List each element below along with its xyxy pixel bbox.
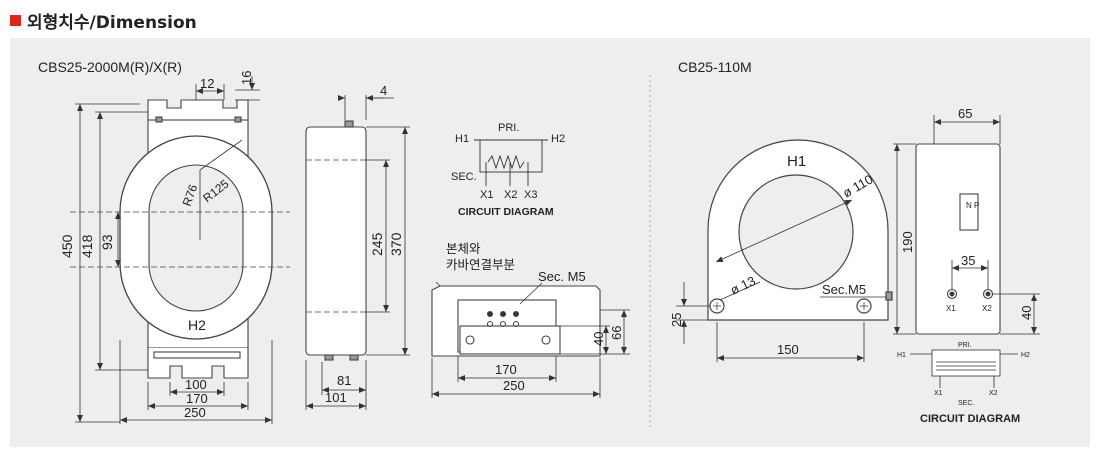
left-face-label: H2 [188, 317, 206, 333]
red-square-icon [10, 15, 21, 26]
left-circuit-caption: CIRCUIT DIAGRAM [458, 206, 554, 218]
left-dim-100: 100 [185, 377, 207, 392]
left-bottom-dim-170: 170 [495, 362, 517, 377]
left-circuit-x1: X1 [480, 189, 493, 201]
left-side-dim-101: 101 [325, 390, 347, 405]
section-header: 외형치수/Dimension [10, 8, 197, 33]
right-side-dim-190: 190 [900, 231, 915, 253]
left-sec-label: Sec. M5 [538, 269, 586, 284]
right-np-label: N P [966, 201, 979, 210]
right-circuit-h2: H2 [1021, 352, 1030, 359]
right-circuit-caption: CIRCUIT DIAGRAM [920, 413, 1020, 425]
left-side-view [305, 120, 367, 361]
left-circuit-sec: SEC. [451, 171, 477, 183]
left-circuit-diagram [474, 139, 548, 186]
left-dim-450: 450 [59, 234, 75, 258]
right-dim-150: 150 [777, 342, 799, 357]
right-circuit-x2: X2 [989, 390, 998, 397]
left-dim-250: 250 [184, 405, 206, 420]
right-side-dims [893, 115, 1040, 335]
left-side-dim-4: 4 [380, 83, 387, 98]
section-title: 외형치수/Dimension [27, 13, 197, 33]
right-side-x1: X1 [946, 304, 956, 313]
left-model-name: CBS25-2000M(R)/X(R) [38, 59, 182, 75]
left-side-dim-245: 245 [369, 232, 385, 256]
right-circuit-h1: H1 [897, 352, 906, 359]
left-circuit-x3: X3 [524, 189, 537, 201]
left-front-dims [75, 76, 273, 424]
right-side-view [915, 143, 1001, 335]
left-circuit-h1: H1 [455, 133, 469, 145]
left-dim-16: 16 [239, 71, 254, 85]
right-side-dim-65: 65 [958, 106, 972, 121]
right-side-dim-40: 40 [1019, 306, 1034, 320]
left-side-dims [305, 95, 410, 410]
right-front-dims [676, 199, 886, 362]
left-bottom-dim-66: 66 [609, 326, 624, 340]
left-bottom-dim-250: 250 [503, 378, 525, 393]
left-note-line2: 카바연결부분 [446, 257, 515, 272]
right-model-name: CB25-110M [678, 59, 752, 75]
right-circuit-diagram [910, 349, 1018, 388]
right-circuit-pri: PRI. [958, 342, 972, 349]
left-bottom-view [431, 285, 601, 357]
left-circuit-h2: H2 [551, 133, 565, 145]
left-circuit-x2: X2 [504, 189, 517, 201]
left-bottom-dim-40: 40 [591, 332, 606, 346]
left-side-dim-370: 370 [388, 232, 404, 256]
right-face-label: H1 [787, 153, 806, 170]
right-sec-label: Sec.M5 [822, 282, 866, 297]
right-circuit-x1: X1 [934, 390, 943, 397]
right-dim-25: 25 [669, 313, 684, 327]
left-dim-12: 12 [200, 76, 214, 91]
left-bottom-dims [431, 281, 630, 398]
left-note-line1: 본체와 [446, 241, 481, 256]
left-dim-93: 93 [99, 234, 115, 250]
right-side-dim-35: 35 [961, 253, 975, 268]
left-dim-170: 170 [186, 391, 208, 406]
right-side-x2: X2 [982, 304, 992, 313]
left-dim-418: 418 [79, 234, 95, 258]
left-side-dim-81: 81 [337, 373, 351, 388]
right-circuit-sec: SEC. [958, 400, 974, 407]
left-front-view [70, 99, 290, 379]
left-circuit-pri: PRI. [498, 122, 519, 134]
